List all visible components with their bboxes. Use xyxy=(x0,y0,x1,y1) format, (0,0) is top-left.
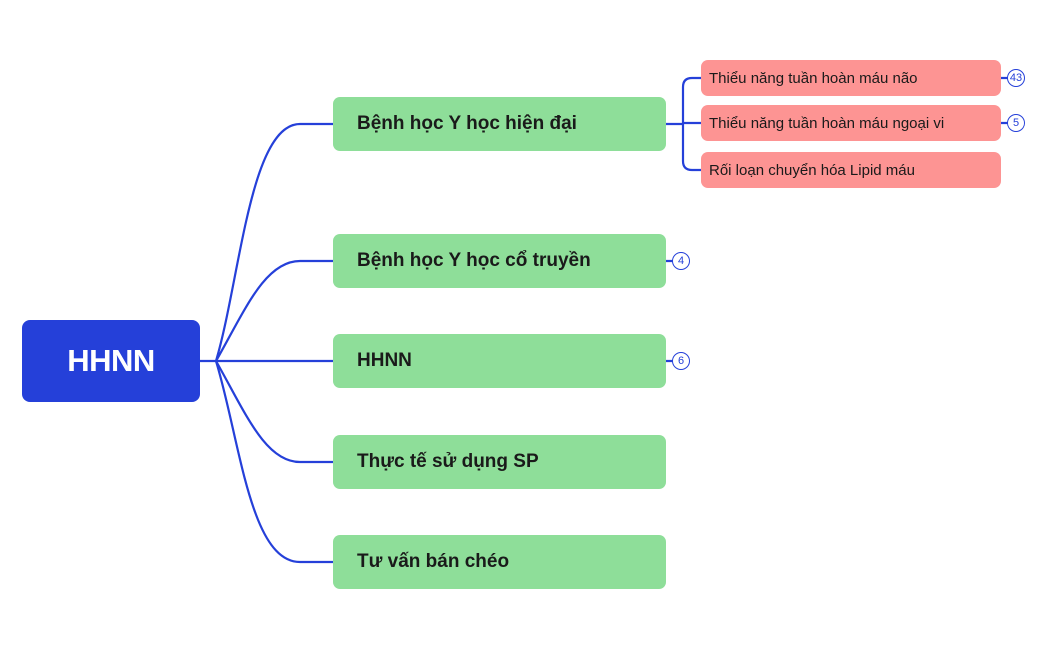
topic-label: HHNN xyxy=(357,350,412,371)
topic-benh-hoc-y-hoc-co-truyen[interactable]: Bệnh học Y học cổ truyền xyxy=(333,234,666,288)
collapsed-count-badge[interactable]: 4 xyxy=(672,252,690,270)
topic-tu-van-ban-cheo[interactable]: Tư vấn bán chéo xyxy=(333,535,666,589)
topic-label: Thực tế sử dụng SP xyxy=(357,451,539,472)
collapsed-count-badge[interactable]: 43 xyxy=(1007,69,1025,87)
topic-benh-hoc-y-hoc-hien-dai[interactable]: Bệnh học Y học hiện đại xyxy=(333,97,666,151)
collapsed-count-badge[interactable]: 6 xyxy=(672,352,690,370)
topic-label: Bệnh học Y học cổ truyền xyxy=(357,250,591,271)
root-topic[interactable]: HHNN xyxy=(22,320,200,402)
subtopic-label: Thiểu năng tuần hoàn máu ngoại vi xyxy=(709,114,945,132)
subtopic-label: Thiểu năng tuần hoàn máu não xyxy=(709,69,918,87)
subtopic-thieu-nang-tuan-hoan-mau-ngoai-vi[interactable]: Thiểu năng tuần hoàn máu ngoại vi xyxy=(701,105,1001,141)
topic-thuc-te-su-dung-sp[interactable]: Thực tế sử dụng SP xyxy=(333,435,666,489)
topic-label: Tư vấn bán chéo xyxy=(357,551,510,572)
collapsed-count-badge[interactable]: 5 xyxy=(1007,114,1025,132)
subtopic-thieu-nang-tuan-hoan-mau-nao[interactable]: Thiểu năng tuần hoàn máu não xyxy=(701,60,1001,96)
topic-label: Bệnh học Y học hiện đại xyxy=(357,113,577,134)
root-topic-label: HHNN xyxy=(67,343,155,378)
topic-hhnn[interactable]: HHNN xyxy=(333,334,666,388)
subtopic-roi-loan-chuyen-hoa-lipid-mau[interactable]: Rối loạn chuyển hóa Lipid máu xyxy=(701,152,1001,188)
subtopic-label: Rối loạn chuyển hóa Lipid máu xyxy=(709,161,915,179)
